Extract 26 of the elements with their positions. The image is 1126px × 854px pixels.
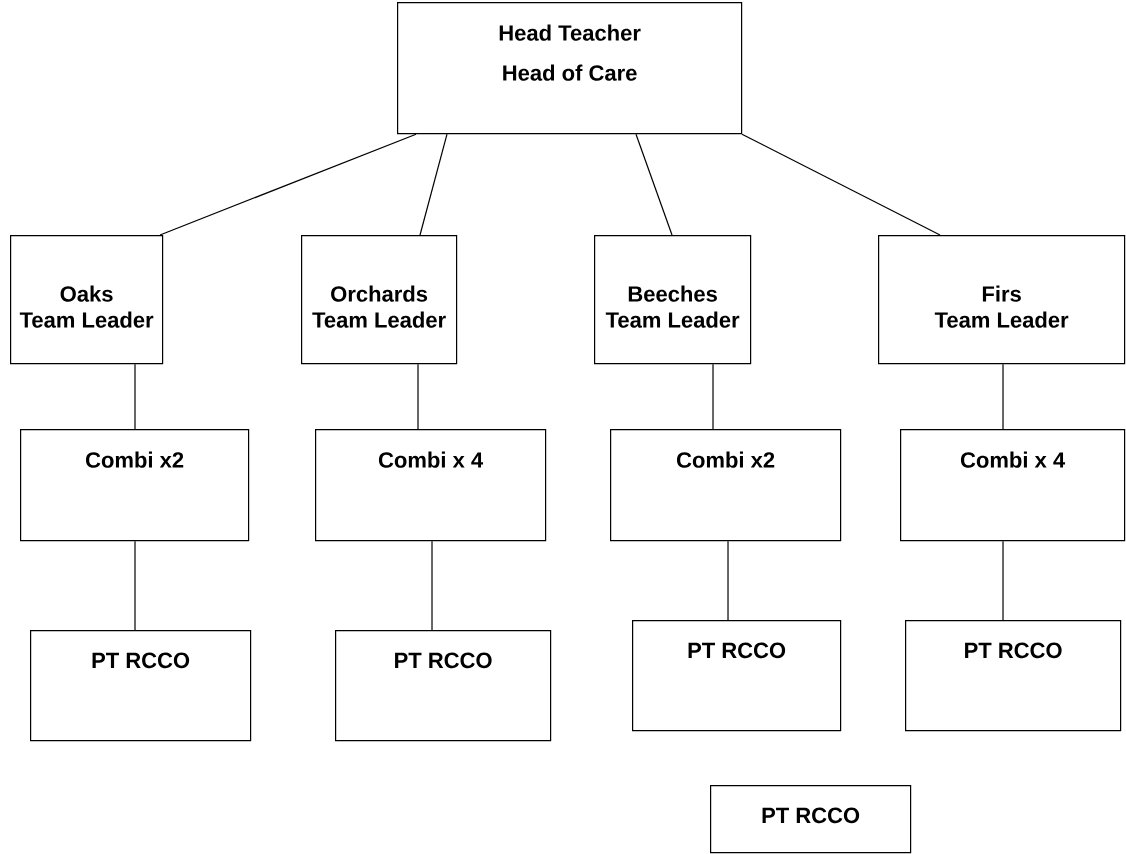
role-box: Oaks Team Leader (10, 235, 164, 365)
role-box: Combi x2 (20, 429, 250, 542)
connector-line (1002, 540, 1004, 621)
role-box: Combi x 4 (315, 429, 547, 542)
connector-line (741, 133, 941, 236)
title-box: Head Teacher Head of Care (397, 2, 743, 135)
role-box: Orchards Team Leader (301, 235, 458, 365)
role-box: Combi x2 (610, 429, 842, 542)
connector-line (1002, 363, 1004, 430)
role-box: Combi x 4 (900, 429, 1126, 542)
role-box: PT RCCO (905, 620, 1122, 732)
connector-line (134, 363, 136, 430)
role-box: Beeches Team Leader (594, 235, 752, 365)
connector-line (431, 540, 433, 631)
connector-line (419, 133, 448, 236)
connector-line (159, 133, 417, 236)
role-box: Firs Team Leader (878, 235, 1126, 365)
connector-line (727, 540, 729, 621)
connector-line (417, 363, 419, 430)
connector-line (635, 133, 673, 236)
role-box: PT RCCO (30, 630, 252, 742)
role-box: PT RCCO (710, 785, 912, 854)
connector-line (134, 540, 136, 631)
role-box: PT RCCO (632, 620, 842, 732)
connector-line (712, 363, 714, 430)
role-box: PT RCCO (335, 630, 552, 742)
